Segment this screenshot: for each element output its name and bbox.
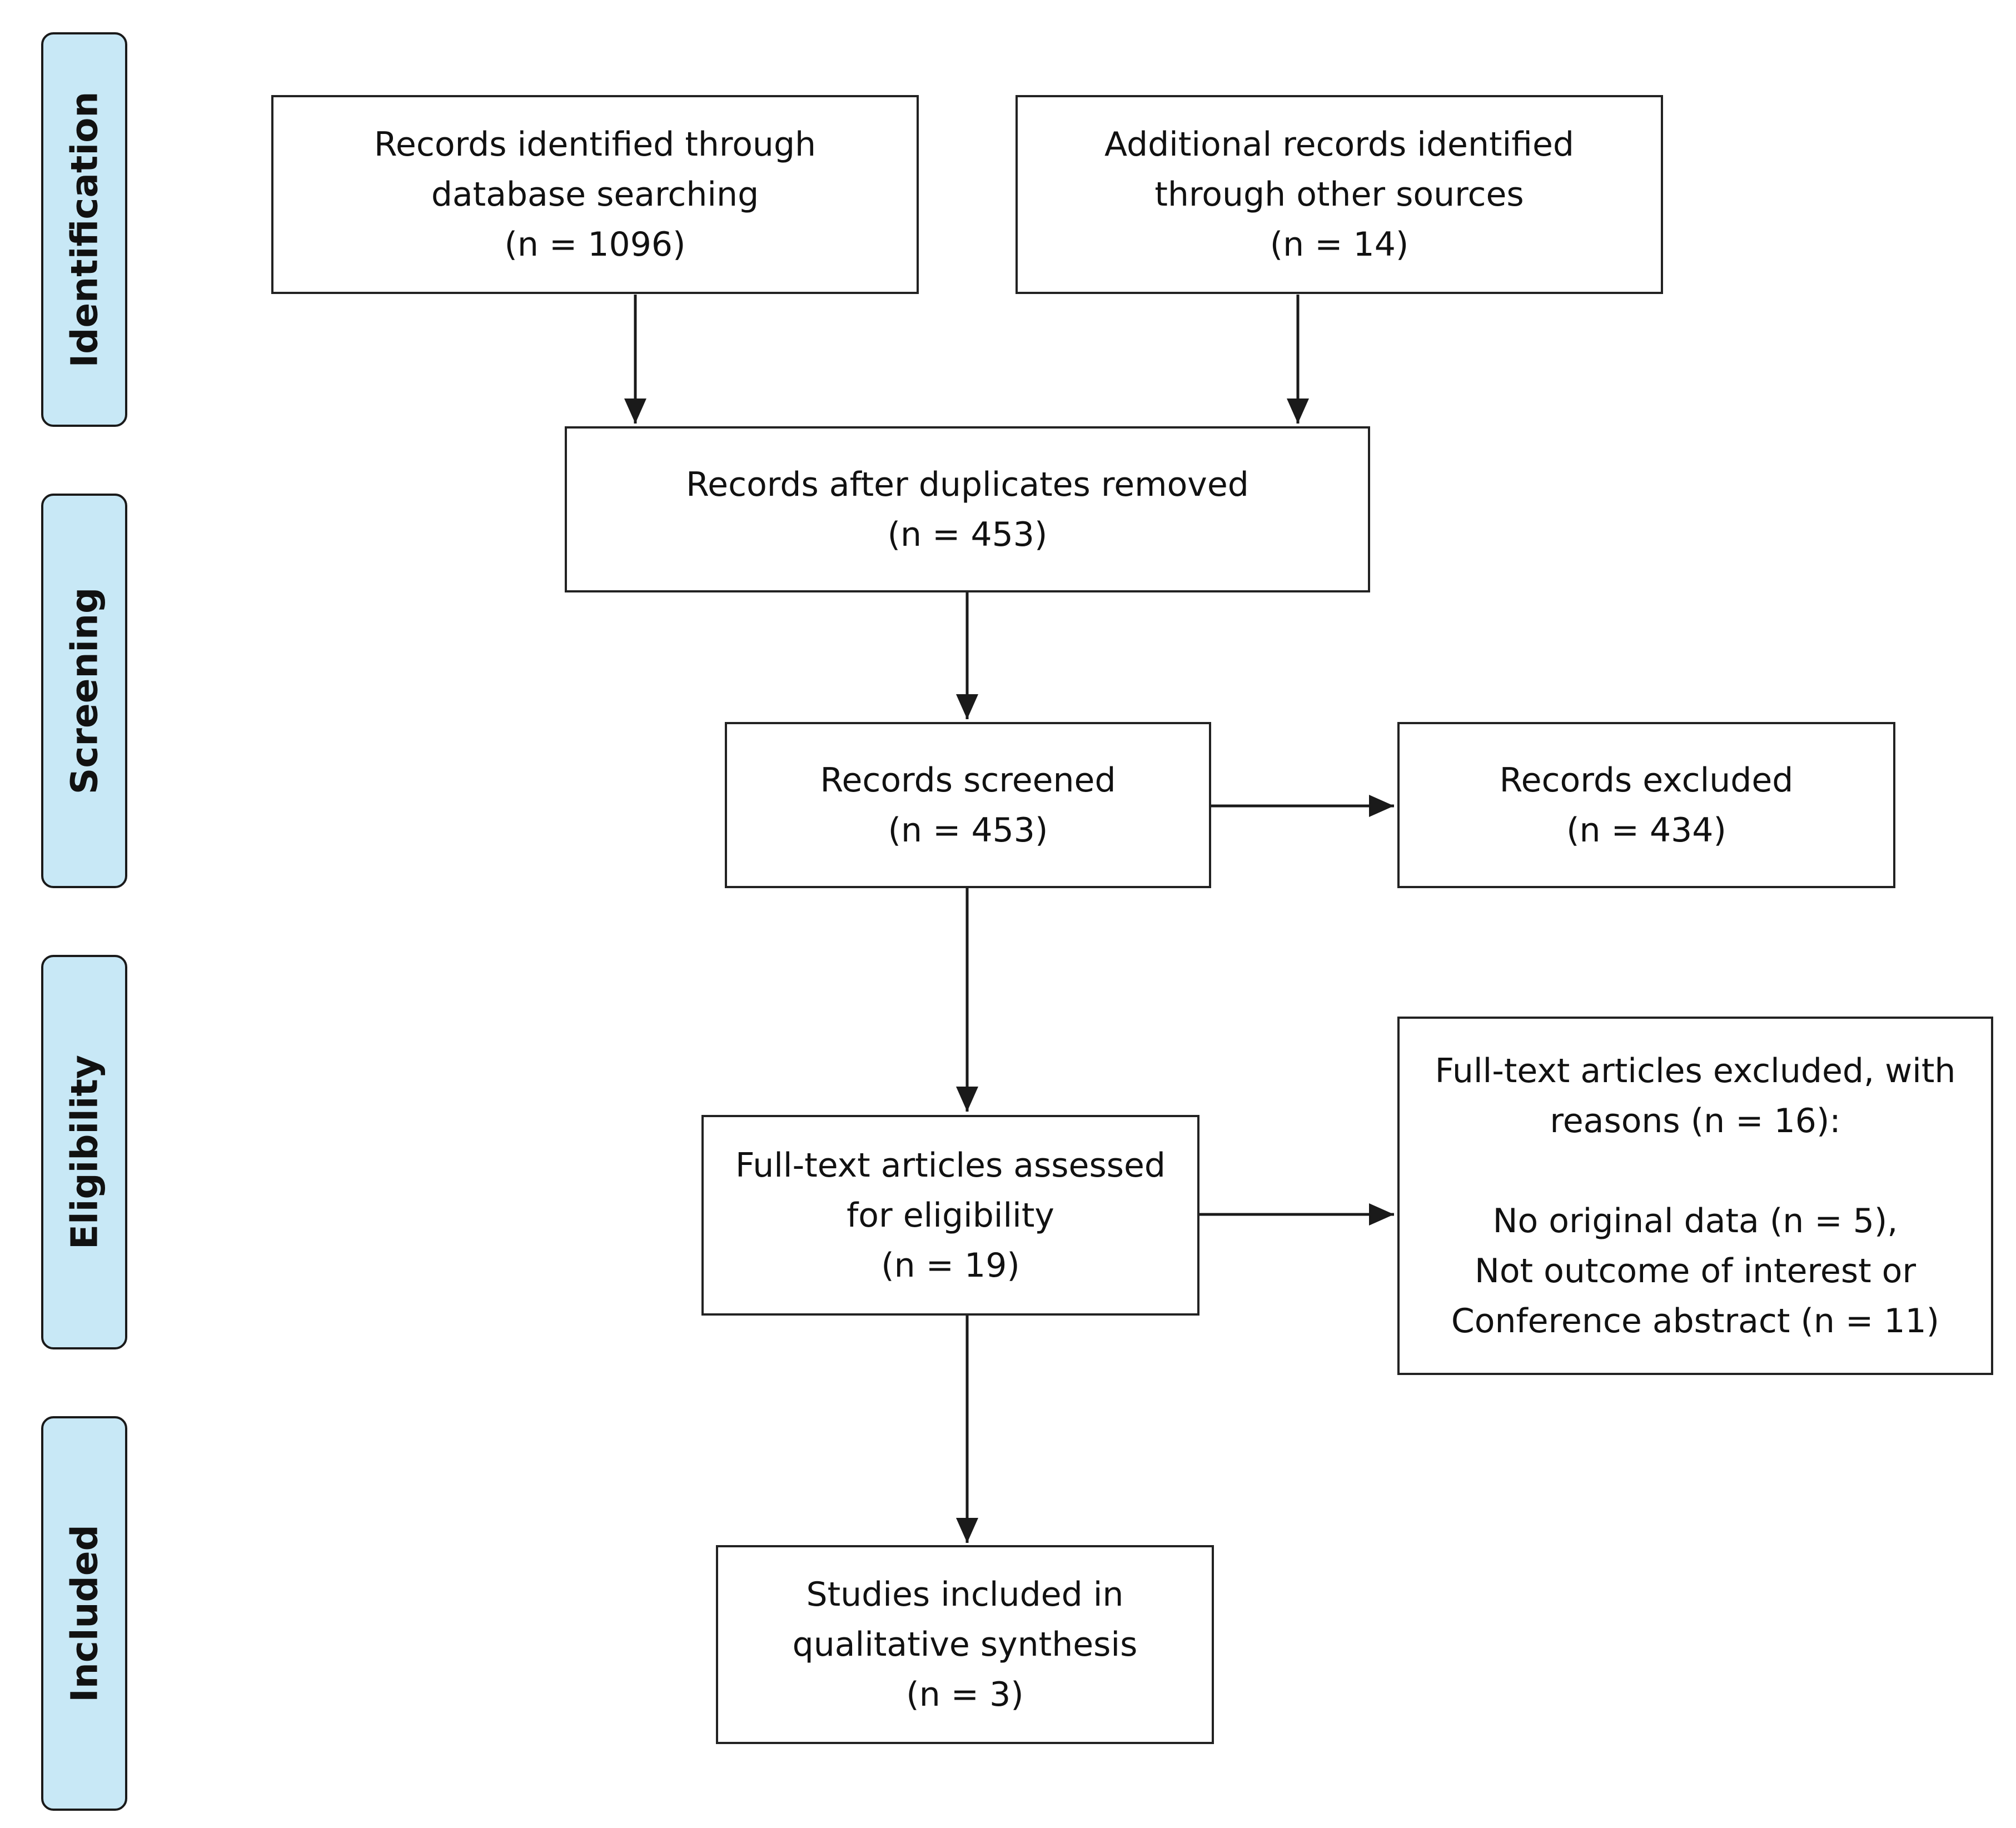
box-database-records: Records identified through database sear… — [271, 95, 919, 294]
fulltext-excluded-line2: reasons (n = 16): — [1550, 1101, 1841, 1140]
included-studies-count: (n = 3) — [906, 1675, 1024, 1714]
phase-included: Included — [41, 1416, 127, 1811]
phase-identification: Identification — [41, 32, 127, 427]
duplicates-removed-count: (n = 453) — [887, 515, 1048, 554]
duplicates-removed-line1: Records after duplicates removed — [686, 465, 1249, 504]
phase-screening: Screening — [41, 494, 127, 888]
box-fulltext-assessed: Full-text articles assessed for eligibil… — [701, 1115, 1199, 1316]
database-records-count: (n = 1096) — [504, 225, 686, 264]
phase-eligibility: Eligibility — [41, 955, 127, 1349]
records-excluded-count: (n = 434) — [1566, 810, 1726, 850]
fulltext-excluded-reason3: Conference abstract (n = 11) — [1451, 1301, 1940, 1341]
box-other-sources: Additional records identified through ot… — [1016, 95, 1663, 294]
records-screened-count: (n = 453) — [888, 810, 1048, 850]
other-sources-count: (n = 14) — [1270, 225, 1409, 264]
records-excluded-line1: Records excluded — [1499, 760, 1794, 800]
records-screened-line1: Records screened — [820, 760, 1116, 800]
box-records-excluded: Records excluded (n = 434) — [1397, 722, 1895, 888]
fulltext-excluded-line1: Full-text articles excluded, with — [1435, 1051, 1956, 1090]
included-studies-line2: qualitative synthesis — [792, 1625, 1138, 1664]
fulltext-excluded-reason2: Not outcome of interest or — [1474, 1251, 1917, 1291]
box-fulltext-excluded: Full-text articles excluded, with reason… — [1397, 1017, 1993, 1375]
box-included-studies: Studies included in qualitative synthesi… — [716, 1545, 1214, 1744]
fulltext-assessed-line1: Full-text articles assessed — [735, 1145, 1166, 1185]
fulltext-assessed-line2: for eligibility — [847, 1196, 1054, 1235]
database-records-line1: Records identified through — [374, 125, 817, 164]
database-records-line2: database searching — [431, 175, 759, 214]
box-records-screened: Records screened (n = 453) — [725, 722, 1211, 888]
box-duplicates-removed: Records after duplicates removed (n = 45… — [565, 426, 1370, 592]
fulltext-assessed-count: (n = 19) — [881, 1246, 1020, 1285]
other-sources-line1: Additional records identified — [1104, 125, 1574, 164]
other-sources-line2: through other sources — [1154, 175, 1524, 214]
fulltext-excluded-reason1: No original data (n = 5), — [1492, 1201, 1898, 1241]
included-studies-line1: Studies included in — [806, 1575, 1124, 1614]
